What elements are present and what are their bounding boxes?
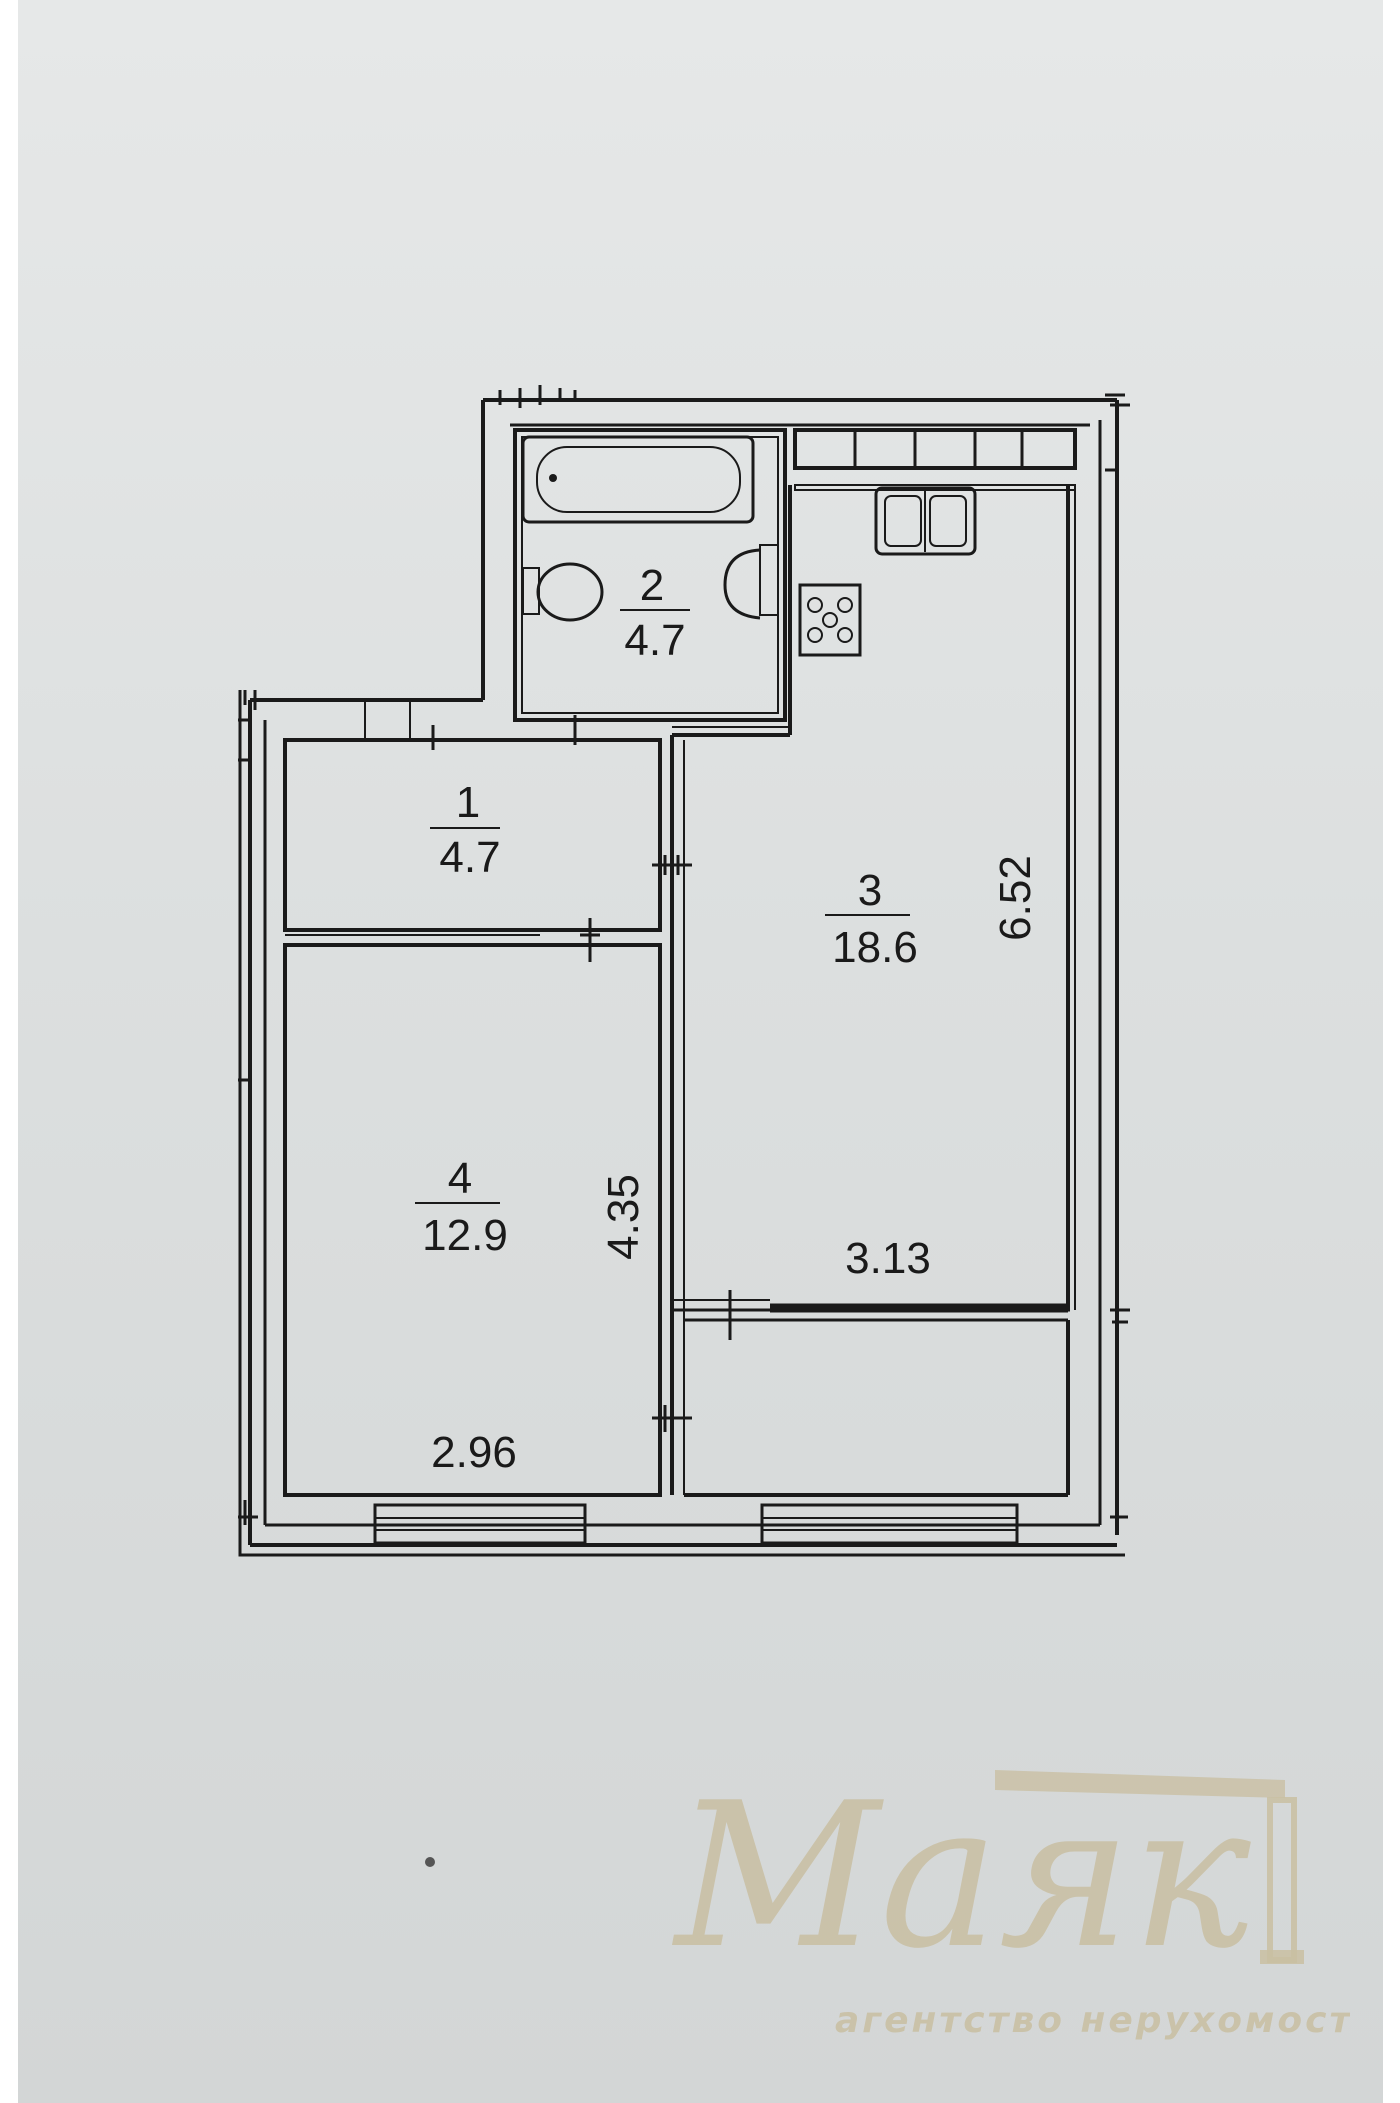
stove-icon: [798, 583, 862, 657]
kitchen-cabinets: [793, 428, 1077, 657]
room-2-area: 4.7: [624, 616, 685, 665]
sink-icon: [723, 544, 779, 620]
bedroom-length-dimension: 4.35: [599, 1174, 648, 1260]
room-2-label: 2 4.7: [620, 561, 690, 665]
balcony: [672, 1290, 1070, 1497]
bedroom: [283, 934, 692, 1497]
watermark-tagline: агентство нерухомості: [835, 2000, 1350, 2041]
room-labels: 2 4.7 1 4.7 3 18.6 4 12.9: [415, 561, 918, 1260]
room-3-area: 18.6: [832, 923, 918, 972]
bedroom-width-dimension: 2.96: [431, 1428, 517, 1477]
room-3-label: 3 18.6: [825, 866, 918, 972]
kitchen-width-dimension: 3.13: [845, 1234, 931, 1283]
dimension-labels: 6.52 3.13 4.35 2.96: [431, 855, 1040, 1477]
paper-sheet: [18, 0, 1383, 2103]
paper-spot: [425, 1857, 435, 1867]
room-3-number: 3: [858, 866, 882, 915]
toilet-icon: [522, 562, 604, 622]
windows: [373, 1503, 1019, 1545]
bathtub-icon: [521, 435, 755, 524]
kitchen-living: [573, 484, 1076, 1495]
exterior-walls: [238, 385, 1130, 1557]
agency-watermark: Маяк агентство нерухомості: [671, 1760, 1350, 2041]
room-4-label: 4 12.9: [415, 1154, 508, 1260]
watermark-brand: Маяк: [671, 1760, 1251, 1993]
lighthouse-logo-icon: [995, 1770, 1304, 1964]
room-4-number: 4: [448, 1154, 472, 1203]
hallway: [283, 700, 662, 962]
room-2-number: 2: [640, 561, 664, 610]
kitchen-sink-icon: [874, 486, 977, 556]
room-1-area: 4.7: [439, 833, 500, 882]
room-4-area: 12.9: [422, 1211, 508, 1260]
kitchen-length-dimension: 6.52: [991, 855, 1040, 941]
bathroom: [513, 428, 787, 722]
room-1-label: 1 4.7: [430, 778, 501, 882]
room-1-number: 1: [456, 778, 480, 827]
